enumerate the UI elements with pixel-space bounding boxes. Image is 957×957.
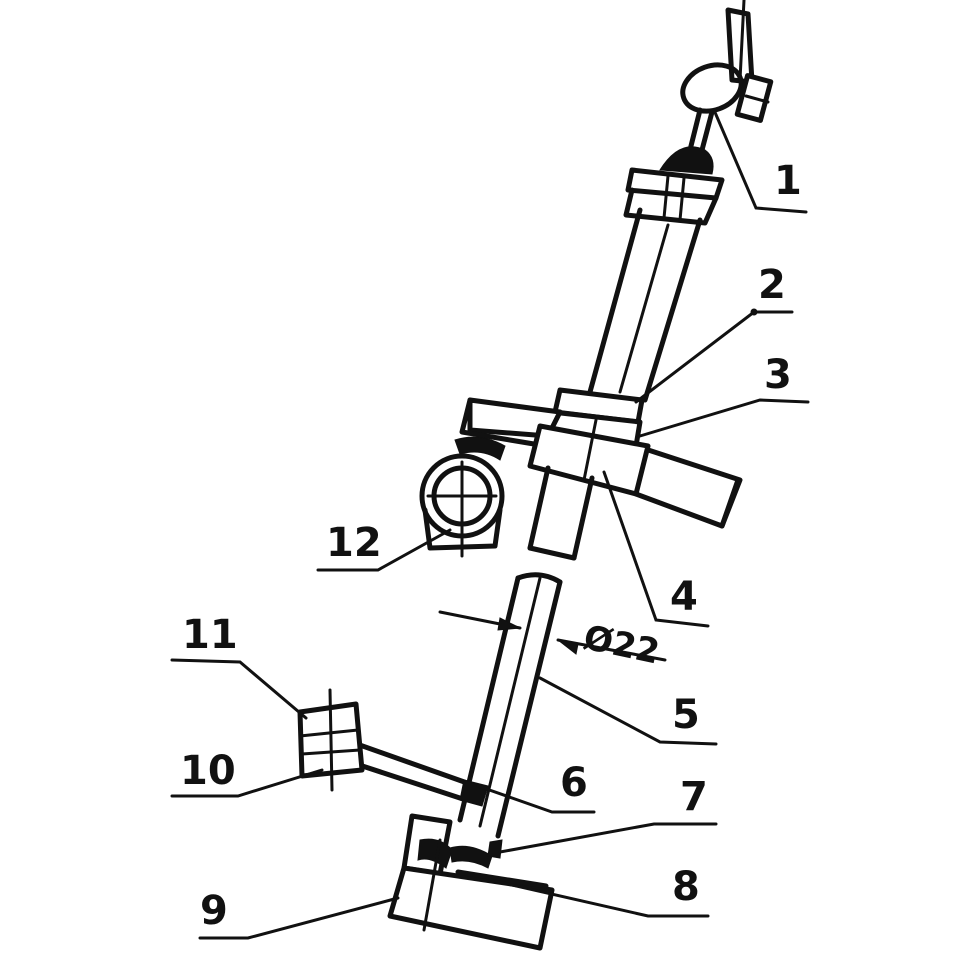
callout-5: 5 (672, 692, 700, 738)
callout-7: 7 (680, 774, 708, 820)
crossbar-plate (459, 397, 743, 529)
top-shackle-assembly (623, 0, 774, 226)
callout-6: 6 (560, 760, 588, 806)
callout-10: 10 (180, 748, 236, 794)
leader-lines (170, 108, 810, 940)
callout-9: 9 (200, 888, 228, 934)
callout-12: 12 (326, 520, 382, 566)
upper-tube (587, 207, 703, 403)
callout-2: 2 (758, 262, 786, 308)
callout-labels: 1 2 3 4 5 6 7 8 9 10 11 12 (180, 158, 802, 934)
lower-rod (457, 572, 563, 839)
pulley-wheel (419, 436, 506, 558)
callout-11: 11 (182, 612, 238, 658)
callout-1: 1 (774, 158, 802, 204)
middle-tube-upper (527, 465, 595, 561)
callout-8: 8 (672, 864, 700, 910)
side-arm (297, 688, 489, 807)
diameter-dimension-label: Ø22 (580, 618, 663, 673)
base-foot (387, 813, 555, 951)
callout-4: 4 (670, 574, 698, 620)
callout-3: 3 (764, 352, 792, 398)
